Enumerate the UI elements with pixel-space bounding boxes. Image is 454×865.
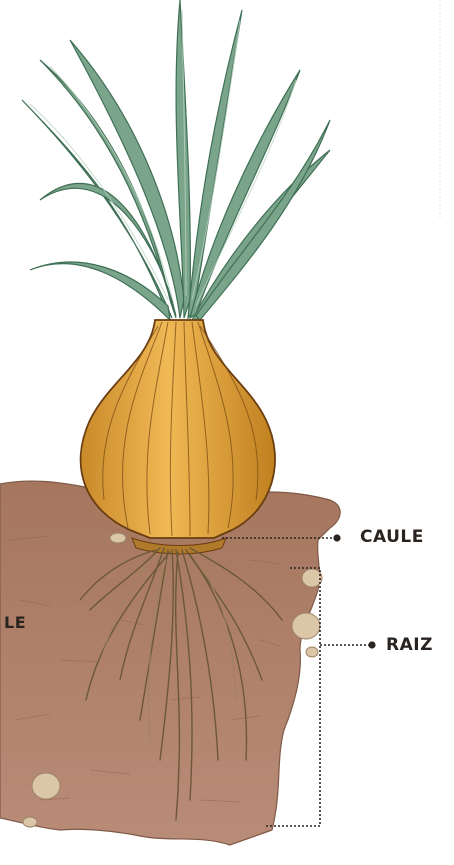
partial-left-label: LE — [4, 613, 26, 632]
onion-bulb — [81, 320, 275, 554]
onion-leaves — [22, 0, 330, 322]
raiz-pointer-dot — [368, 641, 375, 648]
raiz-label: RAIZ — [386, 635, 433, 655]
caule-pointer-dot — [333, 534, 340, 541]
caule-label: CAULE — [360, 527, 424, 547]
